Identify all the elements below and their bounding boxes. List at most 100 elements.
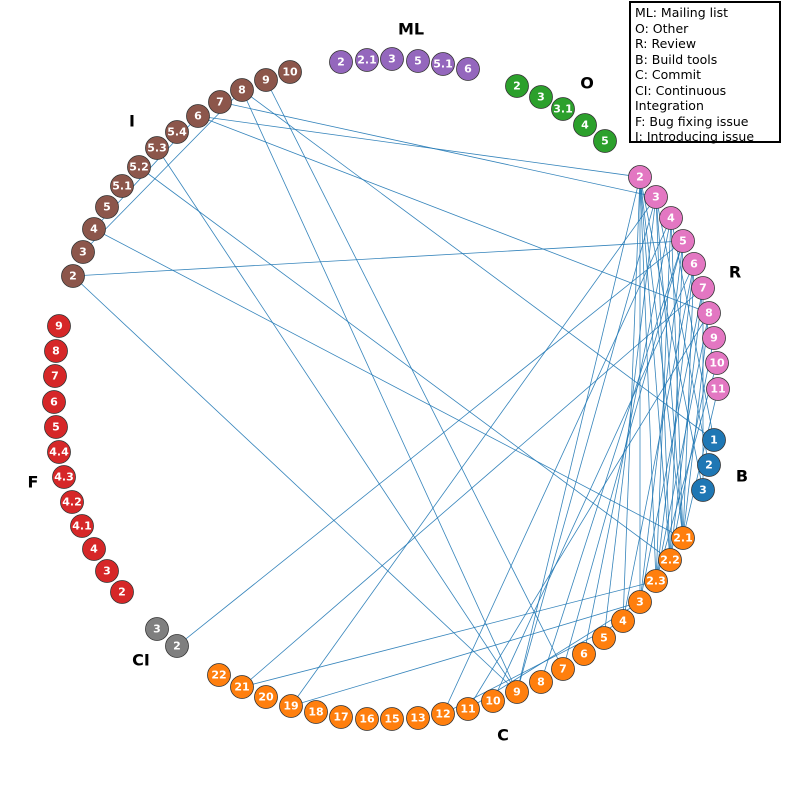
node-circle [644, 569, 668, 593]
edge [197, 115, 641, 178]
node-circle [71, 240, 95, 264]
node-f: 4.4 [47, 440, 71, 464]
node-label: 5 [600, 632, 608, 645]
node-o: 3 [529, 85, 553, 109]
node-f: 9 [47, 314, 71, 338]
node-c: 15 [380, 707, 404, 731]
node-circle [697, 453, 721, 477]
node-r: 4 [659, 206, 683, 230]
edge [290, 601, 641, 707]
node-i: 5.1 [110, 174, 134, 198]
node-label: 3 [79, 246, 87, 259]
node-c: 8 [529, 670, 553, 694]
node-circle [70, 514, 94, 538]
node-r: 9 [702, 326, 726, 350]
node-f: 3 [95, 559, 119, 583]
group-label-r: R [729, 263, 741, 282]
node-circle [52, 465, 76, 489]
node-circle [329, 50, 353, 74]
group-label-ci: CI [132, 651, 150, 670]
node-i: 5.2 [127, 155, 151, 179]
edge [655, 196, 710, 466]
node-label: 9 [710, 332, 718, 345]
node-i: 3 [71, 240, 95, 264]
node-circle [165, 634, 189, 658]
edge [655, 263, 695, 582]
node-label: 5.1 [112, 180, 132, 193]
node-circle [406, 49, 430, 73]
node-label: 5 [414, 55, 422, 68]
edge [241, 580, 657, 688]
node-f: 6 [42, 390, 66, 414]
edge [639, 176, 704, 491]
node-label: 15 [384, 713, 399, 726]
node-circle [42, 390, 66, 414]
node-label: 2.3 [646, 575, 666, 588]
node-label: 1 [710, 434, 718, 447]
node-label: 19 [283, 700, 298, 713]
node-circle [706, 377, 730, 401]
node-ci: 3 [145, 617, 169, 641]
node-circle [95, 559, 119, 583]
node-circle [47, 440, 71, 464]
node-i: 5.3 [145, 136, 169, 160]
node-label: 5.3 [147, 142, 167, 155]
node-f: 8 [44, 339, 68, 363]
node-circle [671, 229, 695, 253]
node-label: 6 [690, 258, 698, 271]
legend-entry: F: Bug fixing issue [635, 113, 749, 129]
node-r: 7 [691, 276, 715, 300]
edge [176, 240, 684, 647]
edge [241, 287, 704, 688]
legend-entry: B: Build tools [635, 51, 718, 67]
node-c: 13 [406, 706, 430, 730]
node-circle [304, 700, 328, 724]
node-c: 3 [628, 590, 652, 614]
node-label: 2.1 [357, 54, 377, 67]
node-circle [230, 675, 254, 699]
node-ml: 2 [329, 50, 353, 74]
node-circle [254, 68, 278, 92]
edge [655, 217, 672, 582]
node-label: 22 [211, 669, 226, 682]
node-label: 4.3 [54, 471, 74, 484]
node-label: 7 [699, 282, 707, 295]
node-i: 6 [186, 104, 210, 128]
node-circle [481, 689, 505, 713]
node-label: 6 [194, 110, 202, 123]
edge [639, 240, 684, 603]
node-circle [380, 707, 404, 731]
node-label: 5 [103, 201, 111, 214]
node-circle [145, 617, 169, 641]
legend-entry: ML: Mailing list [635, 5, 728, 20]
node-circle [593, 129, 617, 153]
node-circle [43, 364, 67, 388]
node-i: 7 [208, 90, 232, 114]
node-label: 11 [710, 383, 725, 396]
node-label: 4.4 [49, 446, 69, 459]
edge [639, 176, 671, 561]
node-label: 3 [388, 53, 396, 66]
node-label: 8 [238, 84, 246, 97]
node-f: 4.3 [52, 465, 76, 489]
node-circle [329, 705, 353, 729]
node-label: 8 [705, 307, 713, 320]
node-c: 21 [230, 675, 254, 699]
node-ci: 2 [165, 634, 189, 658]
node-label: 8 [52, 345, 60, 358]
edge [669, 337, 715, 561]
node-circle [254, 685, 278, 709]
node-circle [208, 90, 232, 114]
node-i: 5.4 [165, 120, 189, 144]
node-c: 10 [481, 689, 505, 713]
edge [290, 196, 657, 707]
node-label: 17 [333, 711, 348, 724]
node-circle [628, 590, 652, 614]
edge [93, 228, 684, 539]
node-c: 18 [304, 700, 328, 724]
node-label: 5 [679, 235, 687, 248]
node-i: 5 [95, 195, 119, 219]
node-i: 8 [230, 78, 254, 102]
node-label: 10 [709, 357, 725, 370]
